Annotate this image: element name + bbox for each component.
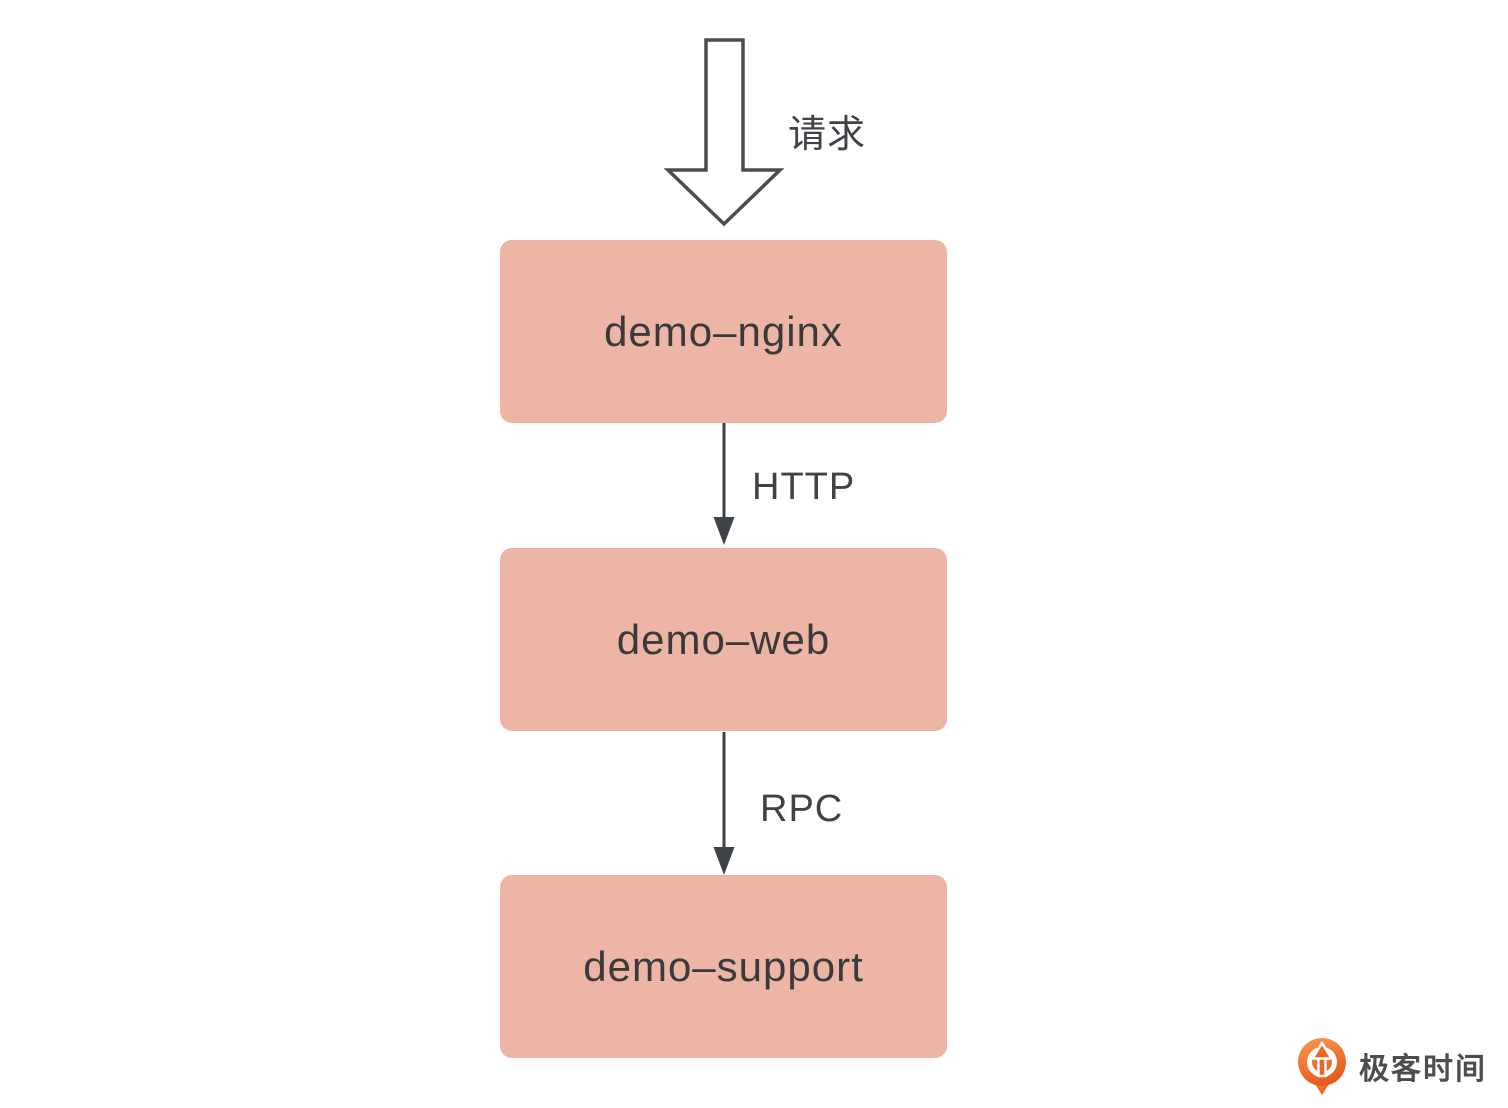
node-demo-nginx-label: demo–nginx xyxy=(604,307,843,355)
arrow-nginx-to-web xyxy=(713,423,735,545)
geektime-logo-icon xyxy=(1298,1038,1346,1095)
geektime-logo: 极客时间 xyxy=(1294,1036,1487,1096)
edge-label-http: HTTP xyxy=(752,466,856,508)
node-demo-nginx: demo–nginx xyxy=(500,240,947,423)
node-demo-support: demo–support xyxy=(500,875,947,1058)
request-label: 请求 xyxy=(788,114,867,156)
node-demo-support-label: demo–support xyxy=(583,942,864,990)
edge-label-rpc: RPC xyxy=(760,788,844,830)
arrow-web-to-support xyxy=(713,732,735,875)
request-down-arrow xyxy=(663,38,785,227)
geektime-logo-text: 极客时间 xyxy=(1359,1053,1487,1086)
node-demo-web-label: demo–web xyxy=(616,615,831,663)
node-demo-web: demo–web xyxy=(500,548,947,731)
